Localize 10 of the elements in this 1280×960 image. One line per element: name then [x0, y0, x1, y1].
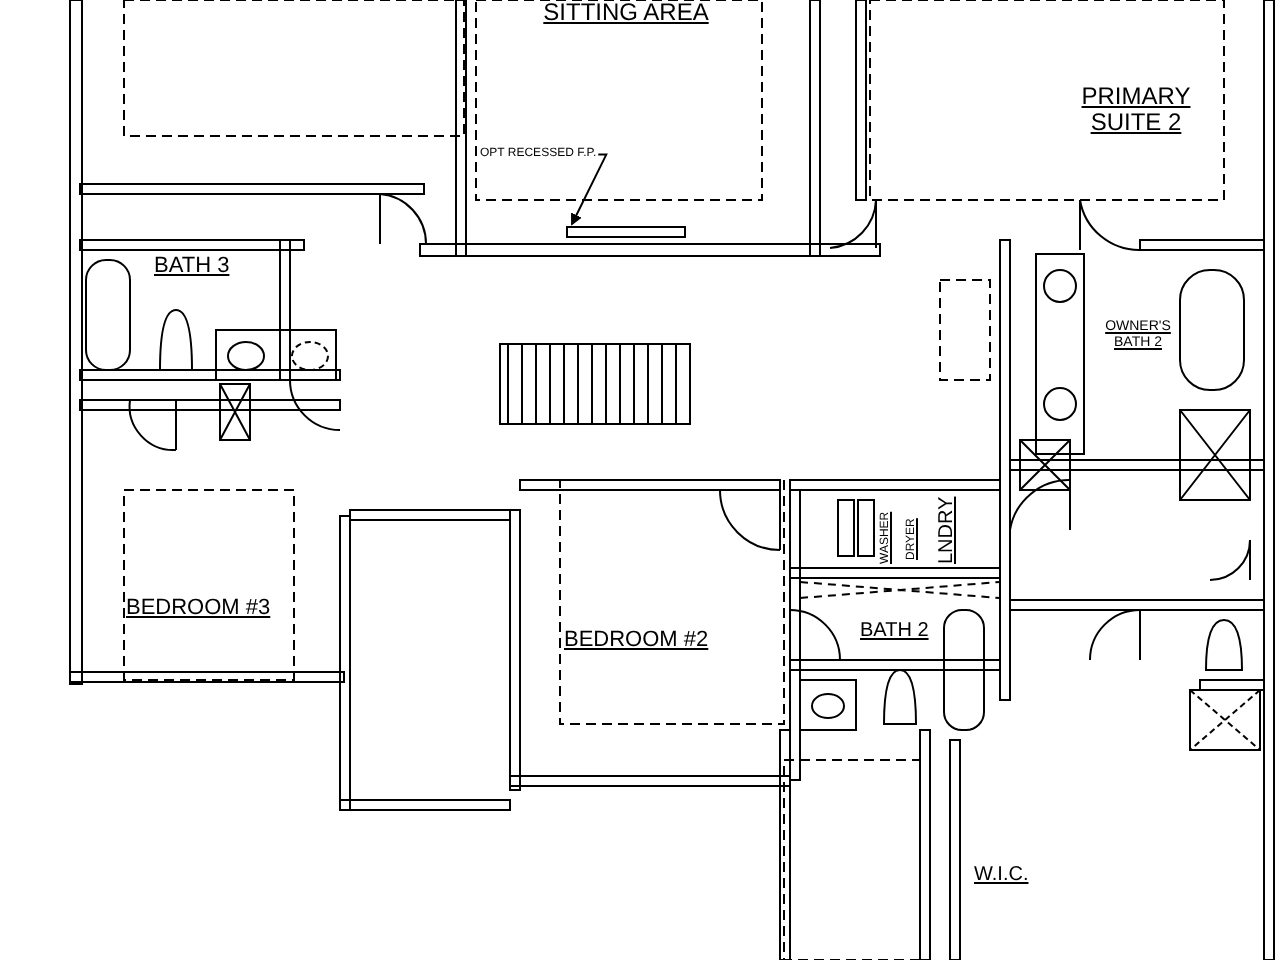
room-label: W.I.C.: [974, 864, 1029, 886]
room-label: BEDROOM #3: [126, 596, 271, 621]
room-label: PRIMARY SUITE 2: [1079, 84, 1193, 137]
leader-line: [571, 153, 608, 226]
room-label: BATH 2: [860, 620, 929, 642]
room-label: BATH 3: [154, 254, 230, 279]
room-label: LNDRY: [936, 496, 958, 564]
room-label: SITTING AREA: [541, 0, 711, 27]
fireplace-symbol: [566, 226, 686, 238]
room-label: BEDROOM #2: [564, 628, 709, 653]
